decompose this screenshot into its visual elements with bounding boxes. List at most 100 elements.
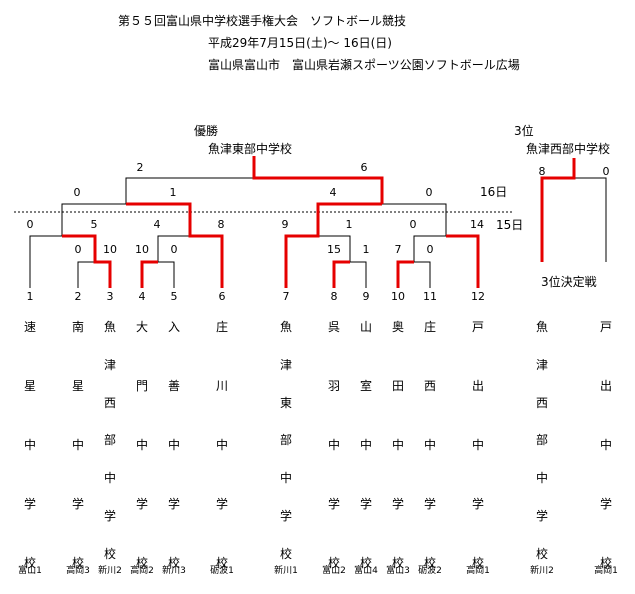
score-r1d-right: 0	[426, 243, 434, 256]
r1d-loser	[414, 261, 431, 288]
qf4-loser	[413, 235, 446, 262]
school-name-char: 田	[391, 379, 404, 393]
school-name-char: 校	[215, 556, 228, 570]
third-loser	[574, 177, 607, 262]
team-seed: 12	[471, 290, 485, 303]
school-name-char: 奥	[391, 320, 404, 334]
team-region: 富山4	[354, 566, 378, 576]
team-seed: 7	[282, 290, 290, 303]
school-name-char: 東	[279, 396, 292, 410]
school-name-char: 津	[103, 358, 116, 372]
team-seed: 3	[106, 290, 114, 303]
team-seed: 8	[330, 290, 338, 303]
score-final-right: 6	[360, 161, 368, 174]
school-name-char: 川	[215, 379, 228, 393]
school-name-char: 中	[215, 438, 228, 452]
r1b-winner	[140, 260, 158, 288]
school-name-char: 羽	[327, 379, 340, 393]
bracket-black	[29, 177, 607, 288]
school-name-char: 学	[391, 497, 404, 511]
school-name-char: 校	[135, 556, 148, 570]
school-name-char: 庄	[423, 320, 436, 334]
school-name-char: 西	[103, 396, 116, 410]
team-seed: 5	[170, 290, 178, 303]
school-name-char: 学	[23, 497, 36, 511]
school-name-char: 庄	[215, 320, 228, 334]
qf2-winner	[126, 202, 224, 288]
school-name-char: 出	[599, 379, 612, 393]
school-name-char: 校	[23, 556, 36, 570]
score-r1a-left: 0	[74, 243, 82, 256]
score-sf1-right: 1	[169, 186, 177, 199]
third-match-label: 3位決定戦	[541, 275, 597, 289]
score-sf1-left: 0	[73, 186, 81, 199]
school-name-char: 校	[391, 556, 404, 570]
school-name-char: 西	[535, 396, 548, 410]
day15-label: 15日	[496, 218, 524, 232]
score-qf2-left: 4	[153, 218, 161, 231]
team-seed: 2	[74, 290, 82, 303]
school-name-char: 中	[167, 438, 180, 452]
third-winner	[540, 158, 576, 262]
school-name-char: 校	[599, 556, 612, 570]
score-final-left: 2	[136, 161, 144, 174]
school-name-char: 中	[359, 438, 372, 452]
third-school: 魚津西部中学校	[526, 142, 611, 156]
team-seed: 9	[362, 290, 370, 303]
score-r1c-right: 1	[362, 243, 370, 256]
r1b-loser	[158, 261, 175, 288]
school-name-char: 善	[167, 379, 180, 393]
school-name-char: 呉	[327, 320, 340, 334]
school-name-char: 校	[103, 547, 116, 561]
bracket-red	[62, 156, 576, 288]
team-seed: 11	[423, 290, 437, 303]
school-name-char: 山	[359, 320, 372, 334]
school-name-char: 校	[327, 556, 340, 570]
r1a-winner	[62, 234, 112, 288]
score-r1b-right: 0	[170, 243, 178, 256]
champion-label: 優勝	[194, 124, 219, 138]
school-name-char: 津	[279, 358, 292, 372]
score-qf4-right: 14	[470, 218, 484, 231]
team-region: 高岡1	[466, 566, 490, 576]
team-region: 新川2	[98, 566, 122, 576]
school-name-char: 戸	[471, 320, 484, 334]
score-qf1-right: 5	[90, 218, 98, 231]
school-name-char: 学	[471, 497, 484, 511]
school-name-char: 中	[535, 471, 548, 485]
team-region: 富山3	[386, 566, 410, 576]
school-name-char: 学	[423, 497, 436, 511]
school-name-char: 魚	[279, 320, 292, 334]
school-name-char: 出	[471, 379, 484, 393]
school-name-char: 星	[23, 379, 36, 393]
team-region: 砺波1	[210, 566, 234, 576]
school-name-char: 西	[423, 379, 436, 393]
score-qf1-left: 0	[26, 218, 34, 231]
tournament-venue: 富山県富山市 富山県岩瀬スポーツ公園ソフトボール広場	[208, 58, 520, 72]
score-r1b-left: 10	[135, 243, 149, 256]
score-sf2-left: 4	[329, 186, 337, 199]
r1c-winner	[332, 260, 350, 288]
school-name-char: 中	[327, 438, 340, 452]
qf2-loser	[157, 235, 190, 262]
score-qf3-left: 9	[281, 218, 289, 231]
team-region: 新川2	[530, 566, 554, 576]
qf3-winner	[284, 202, 382, 288]
school-name-char: 校	[167, 556, 180, 570]
team-seed: 1	[26, 290, 34, 303]
school-name-char: 学	[327, 497, 340, 511]
school-name-char: 戸	[599, 320, 612, 334]
school-name-char: 学	[103, 509, 116, 523]
school-name-char: 中	[23, 438, 36, 452]
school-name-char: 津	[535, 358, 548, 372]
school-name-char: 中	[135, 438, 148, 452]
score-qf4-left: 0	[409, 218, 417, 231]
school-name-char: 学	[359, 497, 372, 511]
champion-path	[252, 156, 384, 204]
sf2-loser	[382, 203, 447, 236]
score-r1d-left: 7	[394, 243, 402, 256]
school-name-char: 中	[103, 471, 116, 485]
school-name-char: 室	[359, 379, 372, 393]
qf3-loser	[318, 235, 351, 262]
